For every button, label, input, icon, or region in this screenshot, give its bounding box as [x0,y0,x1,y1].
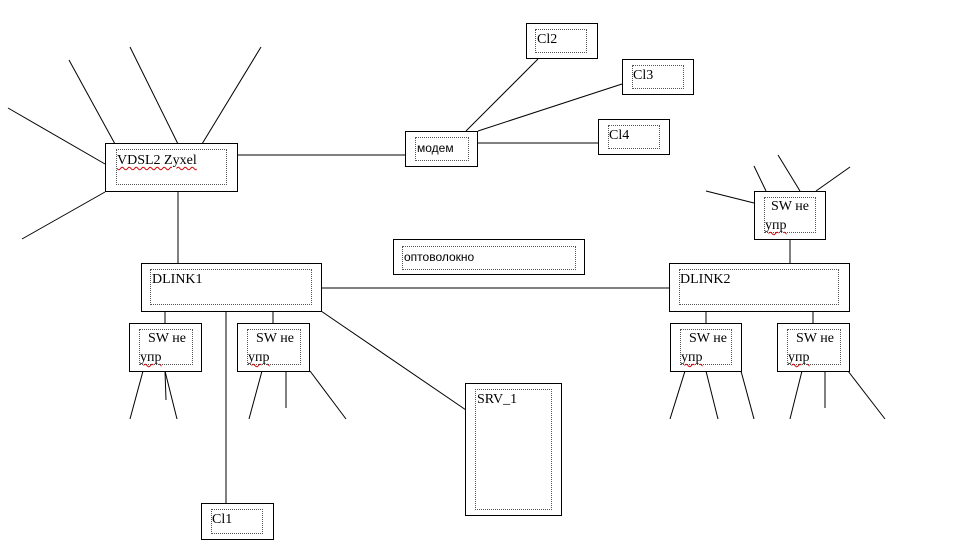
vdsl-router-label: VDSL2 Zyxel [117,153,197,168]
client-cl1-node: Cl1 [201,503,274,540]
switch-2-line2: упр [248,350,270,365]
sw-leaf-line [248,370,263,420]
switch-2-line1: SW не [256,331,294,346]
switch-1-inner [139,329,193,365]
unmanaged-switch-1: SW не упр [129,323,202,372]
dlink2-label: DLINK2 [680,272,731,287]
unmanaged-switch-2: SW не упр [237,323,310,372]
client-cl2-label: Cl2 [537,32,558,47]
modem-node: модем [405,131,478,167]
client-cl4-label: Cl4 [609,128,630,143]
fiber-legend-inner [402,246,576,270]
switch-top-right-inner [764,197,816,233]
modem-cl3-line [477,83,623,132]
switch-1-line2: упр [140,350,162,365]
client-cl4-node: Cl4 [598,119,670,155]
sw-leaf-line [164,370,167,401]
swtop-leaf-line [815,166,851,192]
modem-cl2-line [465,58,539,132]
sw-leaf-line [164,370,178,420]
sw-leaf-line [847,370,886,420]
modem-label: модем [417,141,454,155]
dlink2-switch-node: DLINK2 [669,263,850,312]
switch-top-right-line2: упр [765,218,787,233]
dlink2-inner [679,269,839,305]
client-cl3-inner [632,65,684,89]
vdsl-router-node: VDSL2 Zyxel [105,143,238,192]
vdsl-branch-line [129,46,179,145]
client-cl4-inner [608,125,660,149]
vdsl-router-inner [116,149,227,185]
swtop-leaf-line [705,190,755,204]
switch-1-line1: SW не [148,331,186,346]
switch-3-inner [680,329,732,365]
unmanaged-switch-top-right: SW не упр [754,191,826,240]
server-srv1-label: SRV_1 [477,392,518,407]
swtop-leaf-line [777,154,801,192]
unmanaged-switch-4: SW не упр [777,323,850,372]
client-cl3-label: Cl3 [633,68,654,83]
sw-leaf-line [740,370,755,420]
server-srv1-node: SRV_1 [465,383,562,516]
client-cl2-node: Cl2 [526,23,598,59]
switch-4-inner [787,329,841,365]
switch-3-line2: упр [681,350,703,365]
client-cl3-node: Cl3 [622,59,694,95]
vdsl-branch-line [68,59,116,145]
sw-leaf-line [129,370,144,420]
client-cl1-inner [211,509,263,534]
dlink1-label: DLINK1 [152,272,203,287]
sw-leaf-line [309,370,347,420]
modem-inner [415,137,469,161]
dlink1-switch-node: DLINK1 [141,263,322,312]
sw-leaf-line [789,370,803,420]
fiber-legend-label: оптоволокно [404,250,475,264]
client-cl1-label: Cl1 [212,512,233,527]
sw-leaf-line [669,370,686,420]
vdsl-branch-line [21,191,106,240]
fiber-legend-node: оптоволокно [393,239,585,275]
swtop-leaf-line [753,165,767,192]
dlink1-inner [150,269,312,305]
sw-leaf-line [705,370,719,420]
unmanaged-switch-3: SW не упр [670,323,742,372]
server-srv1-inner [475,389,552,510]
vdsl-branch-line [7,107,106,165]
switch-2-inner [247,329,301,365]
switch-top-right-line1: SW не [771,199,809,214]
switch-3-line1: SW не [689,331,727,346]
vdsl-branch-line [201,46,262,145]
dlink1-srv-line [320,310,467,411]
switch-4-line2: упр [788,350,810,365]
client-cl2-inner [535,29,587,53]
switch-4-line1: SW не [796,331,834,346]
